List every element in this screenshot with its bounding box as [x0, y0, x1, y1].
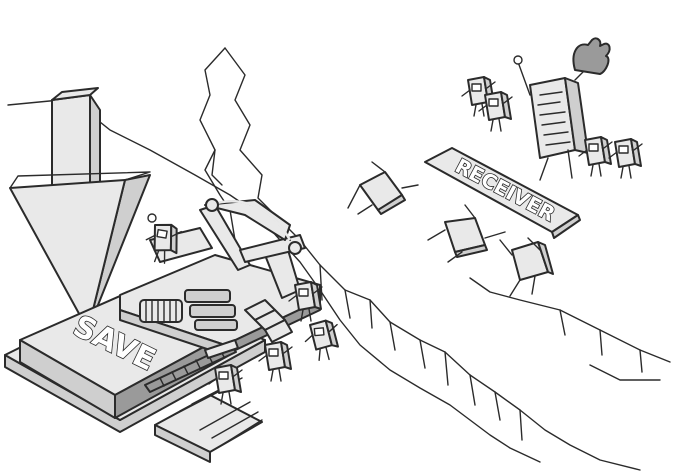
file-character-worker-2 — [302, 318, 342, 363]
receiver-character — [513, 55, 591, 181]
flying-file-character-3 — [499, 237, 554, 297]
press-machine — [119, 198, 321, 393]
file-character-operator — [141, 213, 184, 267]
roller-mechanism — [139, 289, 238, 331]
received-file-character-4 — [608, 138, 643, 179]
staircase — [154, 377, 263, 463]
flying-file-character-2 — [427, 204, 506, 263]
chasm-cliff-edges — [7, 47, 671, 471]
receiver-label: RECEIVER — [451, 154, 559, 227]
flying-file-character-1 — [347, 161, 419, 215]
catcher-glove-icon — [572, 37, 611, 75]
down-arrow-icon — [9, 87, 151, 331]
